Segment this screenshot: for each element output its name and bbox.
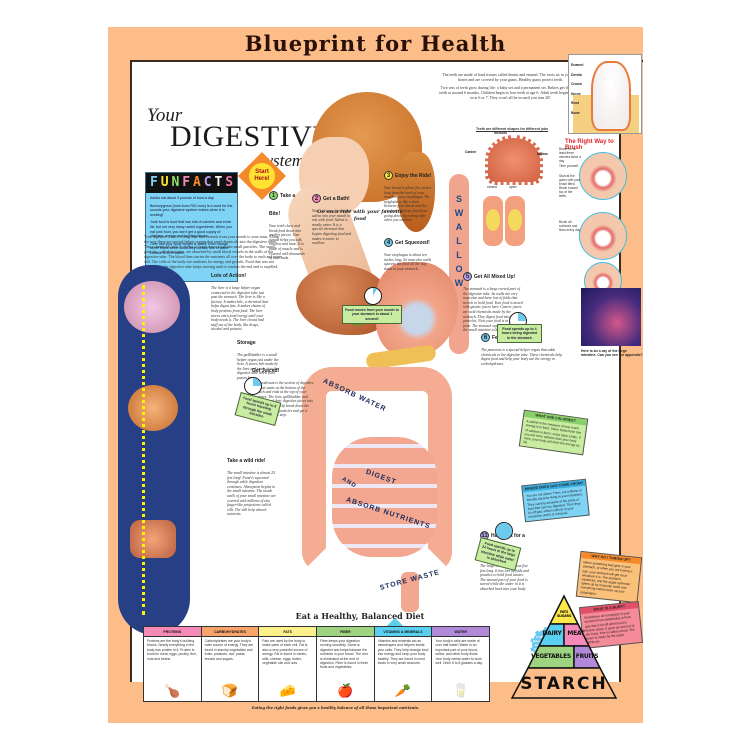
fun-fact-item: Adults eat about 3 pounds of food a day. [150, 196, 215, 200]
rectum-illustration [401, 572, 419, 612]
carrot-icon: 🥕 [394, 684, 412, 699]
diet-footer: Eating the right foods gives you a healt… [251, 706, 420, 710]
mouth-teeth-illustration [485, 135, 543, 185]
small-intestine-illustration [332, 437, 437, 557]
large-intestine-illustration [302, 367, 452, 572]
diet-column-water: WATER Your body's cells are made of over… [432, 627, 490, 701]
crackers-icon: 🧀 [279, 684, 296, 699]
swallow-label: S W A L L O W [454, 194, 464, 288]
diet-column-carbohydrates: CARBOHYDRATES Carbohydrates are your bod… [201, 627, 260, 701]
tooth-cross-section: Enamel Dentin Crown Nerve Root Bone [568, 54, 642, 134]
diet-title: Eat a Healthy, Balanced Diet [295, 611, 425, 621]
fun-fact-item: Junk food is food that has lots of calor… [150, 220, 232, 239]
pyramid-meat: MEAT [567, 630, 585, 637]
fun-facts-box: F U N F A C T S Adults eat about 3 pound… [145, 172, 238, 282]
poster-title: Blueprint for Health [244, 31, 507, 56]
main-panel: Your DIGESTIVE System S W A L L O W F U … [118, 54, 644, 682]
mouth-diagram-title: Teeth are different shapes for different… [476, 127, 549, 131]
fun-facts-list: Adults eat about 3 pounds of food a day.… [146, 193, 237, 262]
timer-clock-icon [364, 287, 382, 305]
brushing-title: The Right Way to Brush [565, 139, 614, 151]
water-glass-icon: 🥛 [452, 684, 469, 699]
brushing-illustration [579, 152, 627, 200]
flossing-illustration [579, 212, 627, 260]
pyramid-fats-sugars: FATS SUGARS [556, 610, 572, 618]
start-badge: Start Here! [249, 163, 275, 189]
diet-column-proteins: PROTEINS Proteins are the body's buildin… [144, 627, 202, 701]
diet-column-vitamins-minerals: VITAMINS & MINERALS Vitamins and mineral… [374, 627, 433, 701]
pancreas-illustration [365, 344, 437, 370]
heading-your: Your [147, 105, 183, 126]
title-rule [130, 60, 643, 62]
esophagus-open-illustration [505, 196, 525, 246]
diet-column-fiber: FIBER Fiber keeps your digestion running… [317, 627, 375, 701]
girl-ponytail-illustration [397, 152, 435, 232]
fun-fact-item: Over half your body weight is water! Eve… [150, 241, 230, 255]
xray-caption: Here is an x-ray of the large intestine.… [581, 349, 643, 358]
step-10: Take a wild ride! The small intestine is… [227, 457, 276, 517]
food-pyramid [510, 594, 618, 699]
timer-note: Food spends up to 4 hours being digested… [497, 324, 542, 344]
pyramid-fruits: FRUITS [575, 653, 599, 660]
fun-facts-title: F U N F A C T S [146, 173, 237, 193]
pyramid-dairy: DAIRY [542, 630, 562, 637]
diet-column-fats: FATS Fats are used by the body to make p… [259, 627, 318, 701]
fun-fact-item: Borborygmus (bore-bore-RIG-mus) is a wor… [150, 203, 233, 217]
teeth-text: The teeth are made of hard tissues calle… [439, 72, 582, 100]
pyramid-starch: STARCH [520, 674, 608, 694]
timer-clock-icon [244, 377, 262, 395]
fact-card-calories: WHAT ARE CALORIES? A calorie is the meas… [518, 409, 589, 456]
pyramid-vegetables: VEGETABLES [531, 653, 571, 660]
step-8: Storage The gallbladder is a small helpe… [237, 339, 279, 380]
apple-icon: 🍎 [337, 684, 354, 699]
heading-digestive: DIGESTIVE [170, 120, 332, 153]
title-band: Blueprint for Health [108, 27, 643, 60]
nerve-path-dots [142, 285, 162, 615]
intestine-detail-panel [118, 265, 190, 635]
step-7: Lots of Action! The liver is a large hel… [211, 272, 269, 332]
ride-prompt: Go on a ride with your favorite food [317, 209, 403, 222]
drumstick-icon: 🍗 [164, 684, 181, 699]
tooth-illustration [591, 61, 631, 131]
poster: Blueprint for Health Your DIGESTIVE Syst… [108, 27, 644, 723]
timer-note: Food moves from your mouth to your stoma… [342, 305, 402, 325]
timer-clock-icon [495, 522, 513, 540]
esophagus-closed-illustration [483, 196, 503, 246]
bread-icon: 🍞 [221, 684, 239, 699]
xray-image [581, 288, 641, 346]
diet-table: PROTEINS Proteins are the body's buildin… [143, 626, 490, 702]
fact-card-gas: WHERE DOES GAS COME FROM? You are not al… [521, 478, 590, 523]
intro-paragraph: Your digestive tract is a long tube that… [144, 234, 283, 269]
